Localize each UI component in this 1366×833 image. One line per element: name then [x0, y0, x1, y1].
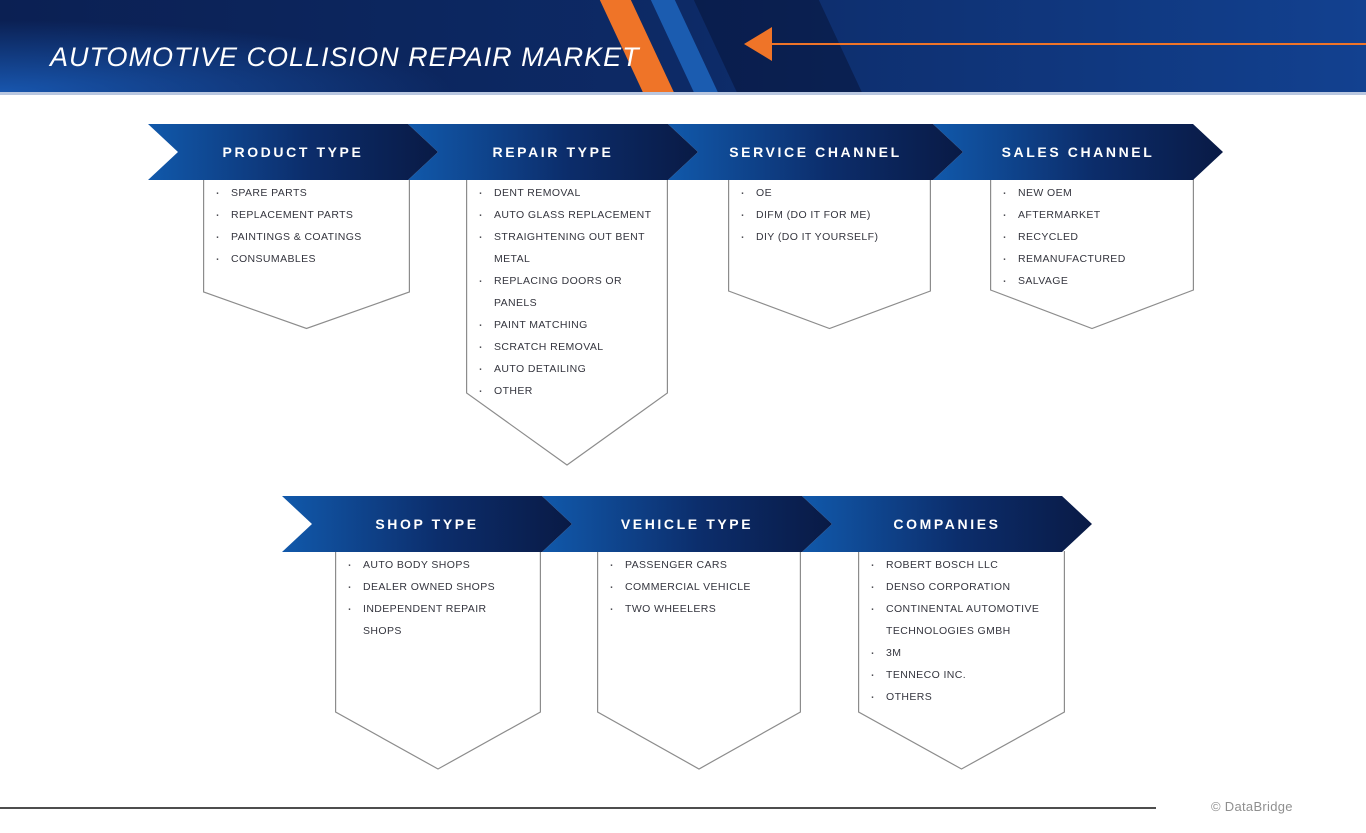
- segment-panel-shop-type: AUTO BODY SHOPSDEALER OWNED SHOPSINDEPEN…: [335, 551, 541, 770]
- copyright-label: © DataBridge: [1211, 799, 1293, 814]
- list-item: REMANUFACTURED: [1002, 248, 1180, 270]
- list-item: STRAIGHTENING OUT BENT METAL: [478, 226, 654, 270]
- diagonal-stripe-navy: [689, 0, 868, 92]
- page-title: AUTOMOTIVE COLLISION REPAIR MARKET: [50, 42, 640, 73]
- list-item: RECYCLED: [1002, 226, 1180, 248]
- list-item: DIY (DO IT YOURSELF): [740, 226, 917, 248]
- list-item: SCRATCH REMOVAL: [478, 336, 654, 358]
- segment-panel-service-channel: OEDIFM (DO IT FOR ME)DIY (DO IT YOURSELF…: [728, 179, 931, 330]
- list-item: NEW OEM: [1002, 182, 1180, 204]
- segment-items: SPARE PARTSREPLACEMENT PARTSPAINTINGS & …: [203, 179, 410, 270]
- segment-items: OEDIFM (DO IT FOR ME)DIY (DO IT YOURSELF…: [728, 179, 931, 248]
- segment-panel-companies: ROBERT BOSCH LLCDENSO CORPORATIONCONTINE…: [858, 551, 1065, 770]
- list-item: AUTO GLASS REPLACEMENT: [478, 204, 654, 226]
- segment-items: ROBERT BOSCH LLCDENSO CORPORATIONCONTINE…: [858, 551, 1065, 708]
- list-item: AUTO DETAILING: [478, 358, 654, 380]
- list-item: REPLACING DOORS OR PANELS: [478, 270, 654, 314]
- list-item: CONTINENTAL AUTOMOTIVE TECHNOLOGIES GMBH: [870, 598, 1051, 642]
- segment-panel-product-type: SPARE PARTSREPLACEMENT PARTSPAINTINGS & …: [203, 179, 410, 330]
- list-item: DIFM (DO IT FOR ME): [740, 204, 917, 226]
- top-banner: AUTOMOTIVE COLLISION REPAIR MARKET: [0, 0, 1366, 95]
- list-item: OTHER: [478, 380, 654, 402]
- list-item: COMMERCIAL VEHICLE: [609, 576, 787, 598]
- list-item: DEALER OWNED SHOPS: [347, 576, 515, 598]
- list-item: PAINTINGS & COATINGS: [215, 226, 396, 248]
- list-item: PAINT MATCHING: [478, 314, 654, 336]
- segment-title: SHOP TYPE: [375, 516, 479, 532]
- list-item: INDEPENDENT REPAIR SHOPS: [347, 598, 515, 642]
- segment-items: DENT REMOVALAUTO GLASS REPLACEMENTSTRAIG…: [466, 179, 668, 402]
- list-item: PASSENGER CARS: [609, 554, 787, 576]
- footer-divider-line: [0, 807, 1156, 809]
- segment-title: SALES CHANNEL: [1001, 144, 1155, 160]
- arrow-accent-line: [771, 43, 1366, 45]
- list-item: OTHERS: [870, 686, 1051, 708]
- list-item: AUTO BODY SHOPS: [347, 554, 515, 576]
- segment-header-product-type: PRODUCT TYPE: [148, 124, 438, 180]
- segment-panel-repair-type: DENT REMOVALAUTO GLASS REPLACEMENTSTRAIG…: [466, 179, 668, 466]
- segment-title: SERVICE CHANNEL: [729, 144, 902, 160]
- segment-panel-vehicle-type: PASSENGER CARSCOMMERCIAL VEHICLETWO WHEE…: [597, 551, 801, 770]
- list-item: OE: [740, 182, 917, 204]
- list-item: TWO WHEELERS: [609, 598, 787, 620]
- segment-title: VEHICLE TYPE: [620, 516, 754, 532]
- segment-panel-sales-channel: NEW OEMAFTERMARKETRECYCLEDREMANUFACTURED…: [990, 179, 1194, 330]
- list-item: 3M: [870, 642, 1051, 664]
- segment-items: NEW OEMAFTERMARKETRECYCLEDREMANUFACTURED…: [990, 179, 1194, 292]
- segment-header-repair-type: REPAIR TYPE: [408, 124, 698, 180]
- list-item: SALVAGE: [1002, 270, 1180, 292]
- segment-header-sales-channel: SALES CHANNEL: [933, 124, 1223, 180]
- segment-header-shop-type: SHOP TYPE: [282, 496, 572, 552]
- segment-header-vehicle-type: VEHICLE TYPE: [542, 496, 832, 552]
- list-item: CONSUMABLES: [215, 248, 396, 270]
- list-item: AFTERMARKET: [1002, 204, 1180, 226]
- segment-header-service-channel: SERVICE CHANNEL: [668, 124, 963, 180]
- segment-title: REPAIR TYPE: [492, 144, 614, 160]
- segment-title: COMPANIES: [893, 516, 1001, 532]
- list-item: SPARE PARTS: [215, 182, 396, 204]
- list-item: DENSO CORPORATION: [870, 576, 1051, 598]
- left-arrow-icon: [744, 27, 772, 61]
- segment-items: AUTO BODY SHOPSDEALER OWNED SHOPSINDEPEN…: [335, 551, 541, 642]
- segment-title: PRODUCT TYPE: [222, 144, 364, 160]
- list-item: REPLACEMENT PARTS: [215, 204, 396, 226]
- segment-header-companies: COMPANIES: [802, 496, 1092, 552]
- list-item: DENT REMOVAL: [478, 182, 654, 204]
- list-item: ROBERT BOSCH LLC: [870, 554, 1051, 576]
- list-item: TENNECO INC.: [870, 664, 1051, 686]
- segment-items: PASSENGER CARSCOMMERCIAL VEHICLETWO WHEE…: [597, 551, 801, 620]
